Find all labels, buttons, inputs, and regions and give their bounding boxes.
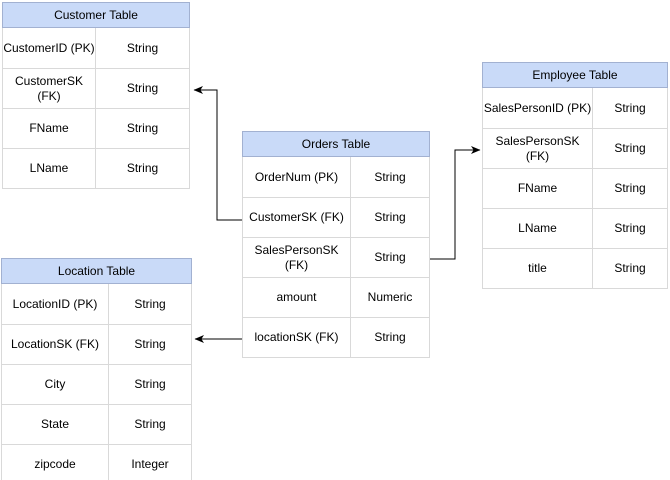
field-name-cell: FName — [3, 109, 96, 148]
field-name-cell: SalesPersonID (PK) — [483, 88, 593, 128]
employee-table-body: SalesPersonID (PK) String SalesPersonSK … — [482, 88, 668, 289]
location-table-title: Location Table — [1, 258, 192, 284]
field-type-cell: String — [134, 377, 166, 391]
field-name-cell: SalesPersonSK (FK) — [243, 238, 351, 277]
field-name-cell: LName — [483, 209, 593, 248]
employee-table-title: Employee Table — [482, 62, 668, 88]
table-row: CustomerSK (FK) String — [243, 197, 429, 237]
table-row: FName String — [483, 168, 667, 208]
location-table-body: LocationID (PK) String LocationSK (FK) S… — [1, 284, 192, 480]
orders-table-title: Orders Table — [242, 131, 430, 157]
table-row: LName String — [3, 148, 189, 188]
table-row: SalesPersonSK (FK) String — [243, 237, 429, 277]
table-row: CustomerID (PK) String — [3, 28, 189, 68]
field-name-cell: CustomerSK (FK) — [3, 69, 96, 108]
field-name-cell: SalesPersonSK (FK) — [483, 129, 593, 168]
field-type-cell: String — [614, 261, 646, 275]
table-row: LName String — [483, 208, 667, 248]
table-row: SalesPersonSK (FK) String — [483, 128, 667, 168]
field-type-cell: String — [134, 337, 166, 351]
table-row: zipcode Integer — [2, 444, 191, 480]
table-row: amount Numeric — [243, 277, 429, 317]
employee-table: Employee Table SalesPersonID (PK) String… — [482, 62, 668, 289]
field-name-cell: CustomerSK (FK) — [243, 198, 351, 237]
table-row: State String — [2, 404, 191, 444]
field-name-cell: State — [2, 405, 109, 444]
table-row: SalesPersonID (PK) String — [483, 88, 667, 128]
table-row: locationSK (FK) String — [243, 317, 429, 357]
table-row: OrderNum (PK) String — [243, 157, 429, 197]
table-row: LocationSK (FK) String — [2, 324, 191, 364]
field-type-cell: String — [126, 81, 159, 95]
field-type-cell: String — [374, 169, 406, 184]
field-type-cell: String — [614, 141, 646, 155]
connector-orders-salespersonsk-to-employee — [430, 146, 481, 260]
customer-table-body: CustomerID (PK) String CustomerSK (FK) S… — [2, 28, 190, 189]
customer-table: Customer Table CustomerID (PK) String Cu… — [2, 2, 190, 189]
field-name-cell: amount — [243, 278, 351, 317]
table-row: FName String — [3, 108, 189, 148]
table-row: CustomerSK (FK) String — [3, 68, 189, 108]
field-type-cell: String — [134, 296, 166, 311]
field-name-cell: LName — [3, 149, 96, 188]
field-name-cell: OrderNum (PK) — [243, 157, 351, 197]
field-type-cell: String — [126, 161, 159, 175]
field-type-cell: String — [126, 40, 159, 55]
field-type-cell: String — [614, 221, 646, 235]
table-row: title String — [483, 248, 667, 288]
field-name-cell: locationSK (FK) — [243, 318, 351, 357]
table-row: City String — [2, 364, 191, 404]
field-type-cell: String — [374, 250, 406, 264]
field-type-cell: Numeric — [367, 290, 413, 304]
field-name-cell: LocationSK (FK) — [2, 325, 109, 364]
field-name-cell: zipcode — [2, 445, 109, 480]
connector-orders-customersk-to-customer — [193, 86, 242, 221]
field-name-cell: CustomerID (PK) — [3, 28, 96, 68]
orders-table-body: OrderNum (PK) String CustomerSK (FK) Str… — [242, 157, 430, 358]
field-name-cell: title — [483, 249, 593, 288]
customer-table-title: Customer Table — [2, 2, 190, 28]
field-type-cell: String — [374, 210, 406, 224]
field-type-cell: String — [126, 121, 159, 135]
field-type-cell: Integer — [131, 457, 169, 471]
field-name-cell: FName — [483, 169, 593, 208]
orders-table: Orders Table OrderNum (PK) String Custom… — [242, 131, 430, 358]
field-name-cell: LocationID (PK) — [2, 284, 109, 324]
field-type-cell: String — [614, 100, 646, 115]
table-row: LocationID (PK) String — [2, 284, 191, 324]
location-table: Location Table LocationID (PK) String Lo… — [1, 258, 192, 480]
field-type-cell: String — [614, 181, 646, 195]
field-name-cell: City — [2, 365, 109, 404]
field-type-cell: String — [134, 417, 166, 431]
field-type-cell: String — [374, 330, 406, 344]
